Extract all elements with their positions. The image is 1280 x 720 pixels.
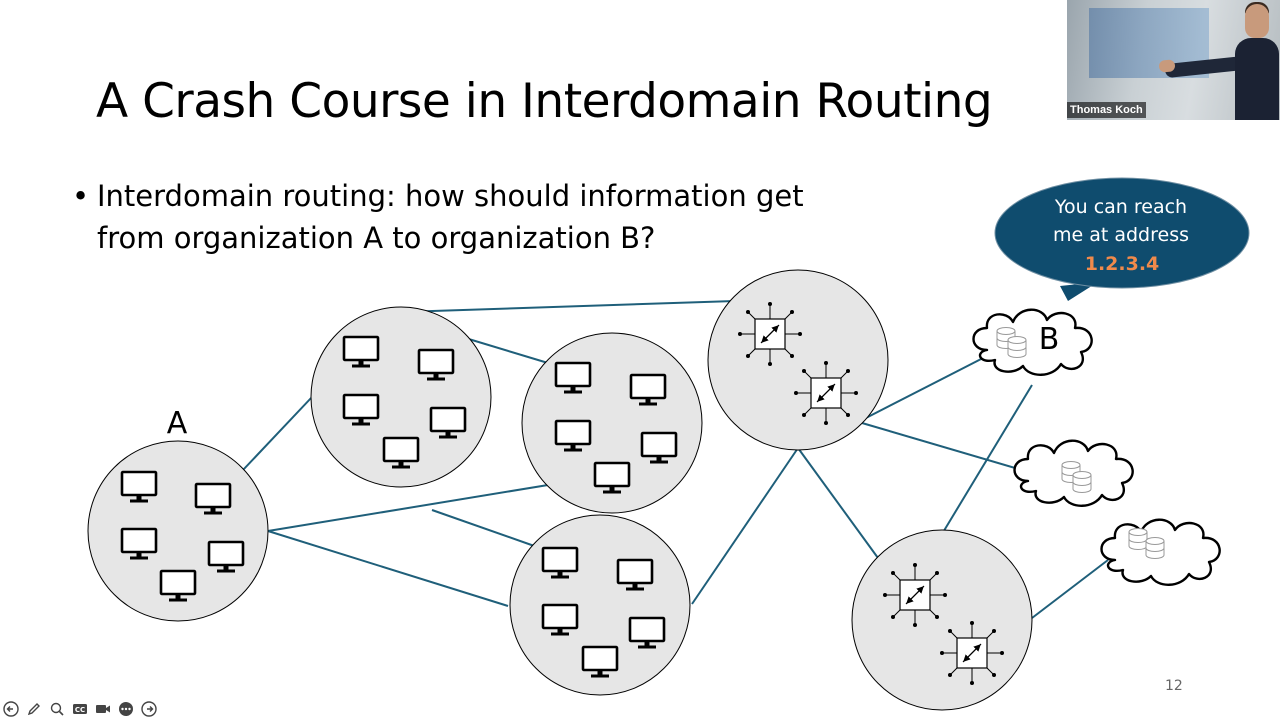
more-icon[interactable] — [117, 700, 135, 718]
speech-bubble: You can reach me at address 1.2.3.4 — [994, 177, 1250, 301]
svg-text:CC: CC — [75, 706, 85, 714]
bubble-line-1: You can reach — [1054, 196, 1187, 218]
transit-domain-1 — [707, 269, 889, 451]
link — [401, 300, 736, 313]
link — [431, 509, 541, 549]
domain-computers-1 — [310, 306, 492, 488]
router-icon — [738, 302, 802, 366]
slide-number: 12 — [1165, 678, 1183, 694]
network-links — [242, 300, 1109, 619]
link — [797, 447, 879, 559]
presenter-name: Thomas Koch — [1067, 102, 1146, 118]
presentation-toolbar: CC — [2, 700, 158, 718]
pen-icon[interactable] — [25, 700, 43, 718]
back-arrow-icon[interactable] — [2, 700, 20, 718]
domain-computers-2 — [521, 332, 703, 514]
cloud-3 — [1100, 518, 1221, 586]
presenter-webcam: Thomas Koch — [1067, 0, 1280, 120]
database-icon — [1007, 336, 1027, 358]
router-icon — [794, 361, 858, 425]
slide-title: A Crash Course in Interdomain Routing — [96, 74, 993, 129]
bubble-address: 1.2.3.4 — [1085, 253, 1160, 275]
database-icon — [1145, 537, 1165, 559]
domain-computers-3 — [509, 514, 691, 696]
database-icon — [1128, 528, 1148, 550]
cloud-b — [972, 308, 1093, 376]
link — [267, 530, 509, 607]
transit-domain-2 — [851, 529, 1033, 711]
zoom-icon[interactable] — [48, 700, 66, 718]
link — [1031, 559, 1109, 619]
link — [861, 356, 986, 421]
bubble-line-2: me at address — [1053, 224, 1189, 246]
bullet-marker: • — [72, 179, 90, 213]
forward-arrow-icon[interactable] — [140, 700, 158, 718]
router-icon — [940, 621, 1004, 685]
domain-a — [87, 440, 269, 622]
bullet-text: Interdomain routing: how should informat… — [97, 179, 804, 255]
link — [691, 447, 799, 605]
link — [242, 396, 313, 471]
video-icon[interactable] — [94, 700, 112, 718]
link — [461, 336, 549, 364]
presenter-head — [1245, 4, 1269, 38]
link — [941, 384, 1033, 535]
captions-icon[interactable]: CC — [71, 700, 89, 718]
link — [267, 484, 549, 532]
domain-a-label: A — [167, 406, 188, 441]
domain-b-label: B — [1039, 322, 1060, 357]
link — [861, 422, 1023, 471]
presenter-body — [1235, 38, 1279, 120]
database-icon — [1072, 471, 1092, 493]
cloud-2 — [1013, 439, 1134, 507]
router-icon — [883, 563, 947, 627]
